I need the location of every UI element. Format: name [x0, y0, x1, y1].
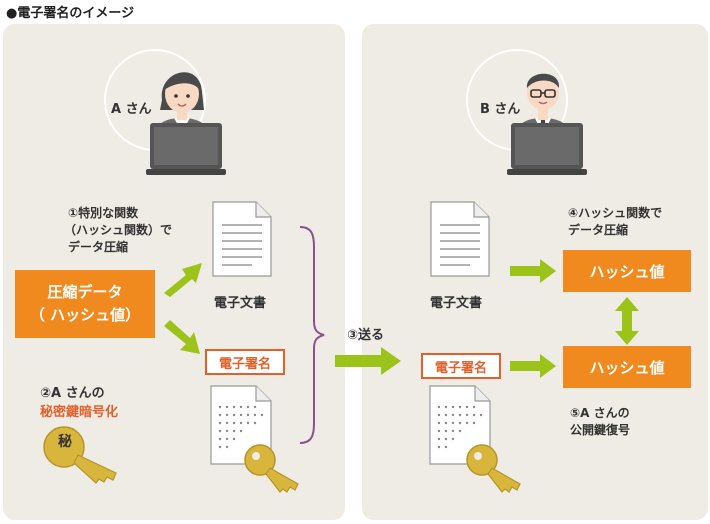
public-key-icon — [466, 444, 521, 493]
step2-caption: ②A さんの 秘密鍵暗号化 — [40, 384, 118, 422]
hash-value-box-2: ハッシュ値 — [563, 346, 691, 388]
arrow-to-document-icon — [164, 263, 202, 297]
compressed-data-box: 圧縮データ （ ハッシュ値） — [15, 270, 155, 338]
compare-arrow-icon — [615, 297, 639, 345]
person-a-icon — [104, 49, 226, 175]
hash-value-box-1: ハッシュ値 — [563, 250, 691, 292]
hash-arrow-icon — [510, 259, 556, 283]
private-key-label: 秘 — [58, 434, 72, 450]
step2-line-2: 秘密鍵暗号化 — [40, 405, 119, 420]
private-key-icon — [43, 426, 117, 484]
send-arrow-icon — [335, 347, 401, 375]
step1-line-1: ①特別な関数 — [68, 206, 139, 220]
step1-line-3: データ圧縮 — [68, 240, 129, 254]
left-document-label: 電子文書 — [214, 296, 267, 311]
left-signature-label: 電子署名 — [205, 349, 285, 375]
step4-caption: ④ハッシュ関数で データ圧縮 — [568, 205, 662, 239]
step1-caption: ①特別な関数 （ハッシュ関数）で データ圧縮 — [64, 205, 172, 256]
decrypt-arrow-icon — [510, 354, 556, 378]
step5-caption: ⑤A さんの 公開鍵復号 — [570, 405, 630, 439]
right-signature-label: 電子署名 — [421, 353, 501, 379]
person-a-label: A さん — [111, 102, 152, 117]
bracket-icon — [299, 226, 325, 444]
step2-line-1: ②A さんの — [40, 386, 105, 401]
person-b-label: B さん — [480, 102, 521, 117]
step5-line-2: 公開鍵復号 — [570, 423, 631, 437]
step4-line-2: データ圧縮 — [568, 223, 629, 237]
received-signed-document-icon — [429, 385, 491, 465]
person-b-icon — [466, 49, 587, 175]
arrow-to-signature-icon — [164, 320, 200, 354]
document-icon — [212, 201, 272, 277]
key-icon — [244, 444, 299, 493]
step1-line-2: （ハッシュ関数）で — [64, 223, 173, 237]
received-document-icon — [430, 201, 490, 277]
step3-caption: ③送る — [347, 328, 385, 343]
figure-title: ●電子署名のイメージ — [6, 6, 135, 21]
signed-document-icon — [210, 385, 272, 465]
compressed-data-line-1: 圧縮データ — [47, 283, 123, 301]
right-document-label: 電子文書 — [430, 296, 483, 311]
compressed-data-line-2: （ ハッシュ値） — [29, 306, 141, 324]
step4-line-1: ④ハッシュ関数で — [568, 206, 663, 220]
step5-line-1: ⑤A さんの — [570, 406, 630, 420]
